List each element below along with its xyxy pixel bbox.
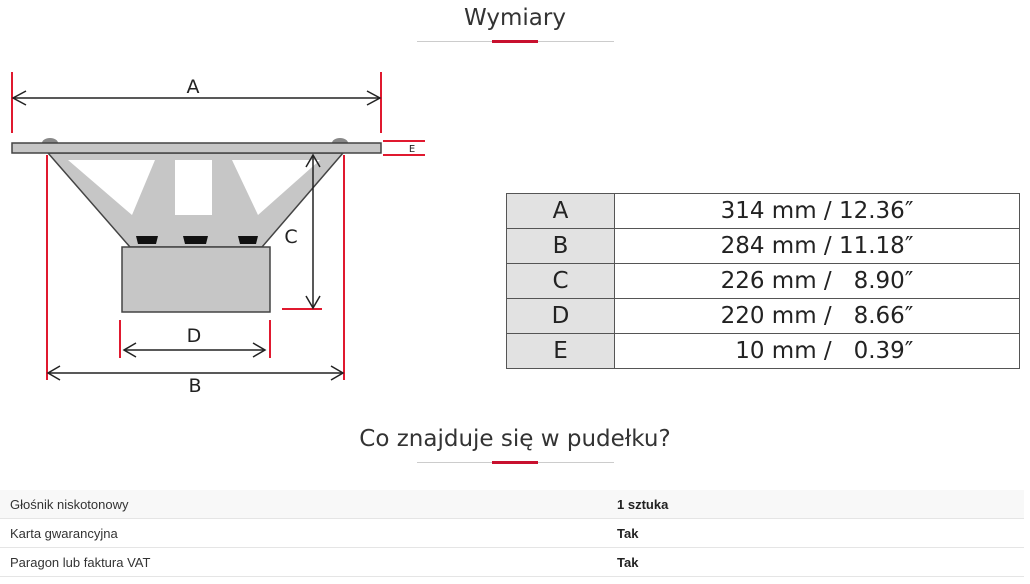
speaker-dimensions-diagram: A E B C D	[11, 72, 425, 397]
flange	[11, 142, 382, 154]
dim-key: C	[506, 263, 615, 299]
dim-key: A	[506, 193, 615, 229]
table-row: E 10 mm / 0.39″	[506, 333, 1020, 369]
dimensions-title: Wymiary	[464, 5, 566, 31]
label-b: B	[188, 375, 201, 397]
item-value: 1 sztuka	[617, 497, 669, 512]
label-c: C	[284, 226, 297, 248]
dim-value: 220 mm / 8.66″	[614, 298, 1020, 334]
dim-value: 10 mm / 0.39″	[614, 333, 1020, 369]
dim-value: 226 mm / 8.90″	[614, 263, 1020, 299]
basket-cutout	[232, 160, 320, 215]
list-item: Karta gwarancyjna Tak	[0, 519, 1024, 548]
dim-key: D	[506, 298, 615, 334]
label-d: D	[187, 325, 202, 347]
magnet	[121, 246, 271, 313]
title-accent	[492, 40, 538, 43]
dim-value: 284 mm / 11.18″	[614, 228, 1020, 264]
dim-value: 314 mm / 12.36″	[614, 193, 1020, 229]
item-value: Tak	[617, 555, 639, 570]
basket-window	[175, 160, 212, 215]
terminal	[136, 236, 158, 244]
item-label: Karta gwarancyjna	[10, 526, 118, 541]
terminal	[238, 236, 258, 244]
item-value: Tak	[617, 526, 639, 541]
list-item: Paragon lub faktura VAT Tak	[0, 548, 1024, 577]
terminal	[183, 236, 208, 244]
dim-key: B	[506, 228, 615, 264]
basket-cutout	[68, 160, 155, 215]
dim-key: E	[506, 333, 615, 369]
label-e: E	[409, 144, 415, 155]
box-contents-title: Co znajduje się w pudełku?	[359, 426, 671, 452]
box-contents-list: Głośnik niskotonowy 1 sztuka Karta gwaran…	[0, 490, 1024, 577]
label-a: A	[187, 76, 200, 98]
title-accent	[492, 461, 538, 464]
item-label: Głośnik niskotonowy	[10, 497, 129, 512]
item-label: Paragon lub faktura VAT	[10, 555, 151, 570]
list-item: Głośnik niskotonowy 1 sztuka	[0, 490, 1024, 519]
